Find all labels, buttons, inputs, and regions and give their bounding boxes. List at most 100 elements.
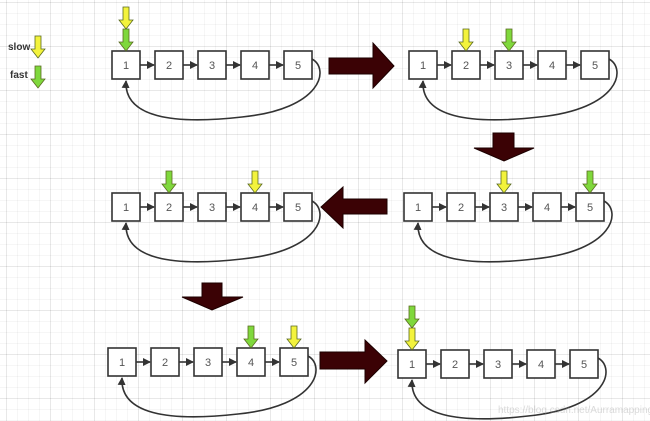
- node-box: [537, 50, 567, 80]
- fast-pointer-icon: [30, 65, 46, 89]
- node-label: 2: [166, 60, 172, 72]
- node-label: 4: [549, 60, 555, 72]
- node-box: [197, 50, 227, 80]
- node-label: 3: [495, 359, 501, 371]
- node-box: [193, 347, 223, 377]
- diagram-step-6: 1 2 3 4 5: [397, 305, 607, 420]
- list-node: 4: [537, 50, 567, 80]
- node-label: 2: [162, 357, 168, 369]
- slow-pointer-icon: [496, 170, 512, 194]
- slow-pointer-icon: [458, 28, 474, 52]
- node-box: [283, 192, 313, 222]
- legend-slow-label: slow: [8, 42, 30, 53]
- slow-pointer-icon: [286, 325, 302, 349]
- node-box: [408, 50, 438, 80]
- list-node: 3: [197, 50, 227, 80]
- node-box: [240, 50, 270, 80]
- list-node: 4: [532, 192, 562, 222]
- list-node: 3: [193, 347, 223, 377]
- node-label: 4: [538, 359, 544, 371]
- cycle-link: [117, 355, 317, 418]
- node-label: 1: [123, 60, 129, 72]
- transition-arrow-right-icon: [328, 41, 395, 90]
- cycle-link: [121, 58, 321, 121]
- list-node: 4: [240, 192, 270, 222]
- legend-fast-label: fast: [10, 70, 28, 81]
- list-node: 5: [279, 347, 309, 377]
- list-node: 2: [154, 192, 184, 222]
- node-label: 4: [544, 202, 550, 214]
- node-box: [489, 192, 519, 222]
- node-box: [483, 349, 513, 379]
- list-node: 1: [111, 50, 141, 80]
- node-box: [575, 192, 605, 222]
- node-box: [494, 50, 524, 80]
- node-box: [446, 192, 476, 222]
- node-box: [111, 192, 141, 222]
- cycle-link: [418, 58, 618, 121]
- transition-arrow-down-icon: [181, 282, 244, 311]
- node-box: [526, 349, 556, 379]
- fast-pointer-icon: [118, 28, 134, 52]
- node-label: 1: [409, 359, 415, 371]
- transition-arrow-left-icon: [320, 185, 388, 230]
- node-box: [240, 192, 270, 222]
- watermark: https://blog.csdn.net/Aurramapping: [498, 405, 650, 416]
- fast-pointer-icon: [582, 170, 598, 194]
- list-node: 1: [403, 192, 433, 222]
- node-box: [283, 50, 313, 80]
- node-label: 3: [205, 357, 211, 369]
- node-label: 5: [581, 359, 587, 371]
- node-label: 4: [252, 202, 258, 214]
- transition-arrow-right-icon: [319, 338, 388, 385]
- node-label: 1: [119, 357, 125, 369]
- list-node: 4: [526, 349, 556, 379]
- fast-pointer-icon: [243, 325, 259, 349]
- list-node: 3: [494, 50, 524, 80]
- node-label: 1: [415, 202, 421, 214]
- slow-pointer-icon: [404, 327, 420, 351]
- node-label: 3: [506, 60, 512, 72]
- list-node: 2: [440, 349, 470, 379]
- node-box: [107, 347, 137, 377]
- list-node: 2: [150, 347, 180, 377]
- node-box: [154, 50, 184, 80]
- list-node: 5: [283, 50, 313, 80]
- node-label: 5: [291, 357, 297, 369]
- node-box: [580, 50, 610, 80]
- transition-arrow-down-icon: [473, 132, 535, 162]
- slow-pointer-shape: [30, 35, 46, 59]
- node-box: [154, 192, 184, 222]
- node-box: [150, 347, 180, 377]
- cycle-link: [413, 200, 613, 263]
- list-node: 5: [580, 50, 610, 80]
- fast-pointer-icon: [404, 305, 420, 329]
- diagram-step-5: 1 2 3 4 5: [107, 325, 317, 418]
- list-node: 1: [397, 349, 427, 379]
- list-node: 3: [489, 192, 519, 222]
- list-node: 3: [197, 192, 227, 222]
- slow-pointer-icon: [247, 170, 263, 194]
- node-box: [403, 192, 433, 222]
- slow-pointer-icon: [30, 35, 46, 59]
- node-label: 4: [248, 357, 254, 369]
- list-node: 5: [283, 192, 313, 222]
- node-label: 1: [420, 60, 426, 72]
- fast-pointer-icon: [161, 170, 177, 194]
- list-node: 4: [240, 50, 270, 80]
- cycle-link: [407, 357, 607, 420]
- node-box: [532, 192, 562, 222]
- node-box: [451, 50, 481, 80]
- node-label: 2: [452, 359, 458, 371]
- list-node: 3: [483, 349, 513, 379]
- node-label: 5: [295, 60, 301, 72]
- node-label: 5: [592, 60, 598, 72]
- node-label: 2: [458, 202, 464, 214]
- fast-pointer-shape: [30, 65, 46, 89]
- list-node: 1: [107, 347, 137, 377]
- cycle-link: [121, 200, 321, 263]
